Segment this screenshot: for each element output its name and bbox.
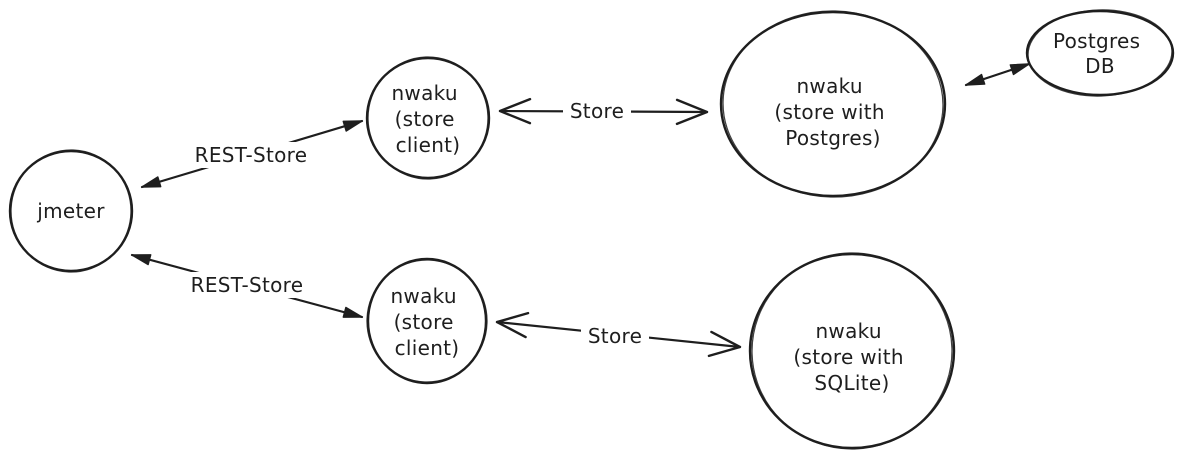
nodes-layer: jmeter nwaku (store client) nwaku (store…	[8, 9, 1175, 450]
store-top-label-bg	[563, 98, 631, 124]
nwaku-store-sqlite-label: nwaku (store with SQLite)	[793, 319, 910, 395]
jmeter-circle	[8, 149, 134, 273]
store-bottom-label: Store	[588, 324, 642, 348]
nwaku-store-sqlite-circle	[748, 252, 956, 450]
nwaku-store-client-bottom-circle	[366, 257, 488, 385]
node-postgres-db: Postgres DB	[1025, 9, 1175, 97]
edge-postgres-db-link	[964, 62, 1031, 87]
node-nwaku-store-sqlite: nwaku (store with SQLite)	[748, 252, 956, 450]
rest-store-top-label-bg	[188, 142, 314, 168]
node-nwaku-store-postgres: nwaku (store with Postgres)	[719, 10, 947, 198]
edge-store-top: Store	[498, 97, 709, 126]
jmeter-label: jmeter	[36, 199, 105, 223]
postgres-db-label: Postgres DB	[1053, 29, 1147, 78]
nwaku-store-client-top-label: nwaku (store client)	[391, 81, 464, 157]
nwaku-store-sqlite-circle-sketch	[751, 252, 953, 450]
rest-store-top-label: REST-Store	[195, 143, 308, 167]
nwaku-store-client-bottom-label: nwaku (store client)	[390, 284, 463, 360]
nwaku-store-postgres-label: nwaku (store with Postgres)	[774, 74, 891, 150]
store-bottom-label-bg	[581, 323, 649, 349]
nwaku-store-postgres-circle	[719, 10, 947, 198]
nwaku-store-client-bottom-circle-sketch	[366, 259, 488, 383]
jmeter-circle-sketch	[10, 149, 132, 273]
postgres-db-ellipse	[1025, 9, 1175, 97]
nwaku-store-postgres-circle-sketch	[722, 10, 944, 198]
postgres-db-arrow	[964, 62, 1031, 87]
rest-store-bottom-label: REST-Store	[191, 273, 304, 297]
node-nwaku-store-client-bottom: nwaku (store client)	[366, 257, 488, 385]
postgres-db-ellipse-sketch	[1027, 9, 1173, 97]
edge-rest-store-top: REST-Store	[140, 119, 364, 189]
node-nwaku-store-client-top: nwaku (store client)	[365, 56, 491, 180]
node-jmeter: jmeter	[8, 149, 134, 273]
rest-store-bottom-label-bg	[184, 272, 310, 298]
nwaku-store-client-top-circle-sketch	[367, 56, 489, 180]
edges-layer: REST-Store Store REST-Store Store	[130, 62, 1031, 358]
nwaku-store-client-top-circle	[365, 56, 491, 180]
edge-rest-store-bottom: REST-Store	[130, 253, 364, 319]
store-top-label: Store	[570, 99, 624, 123]
edge-store-bottom: Store	[495, 311, 742, 358]
